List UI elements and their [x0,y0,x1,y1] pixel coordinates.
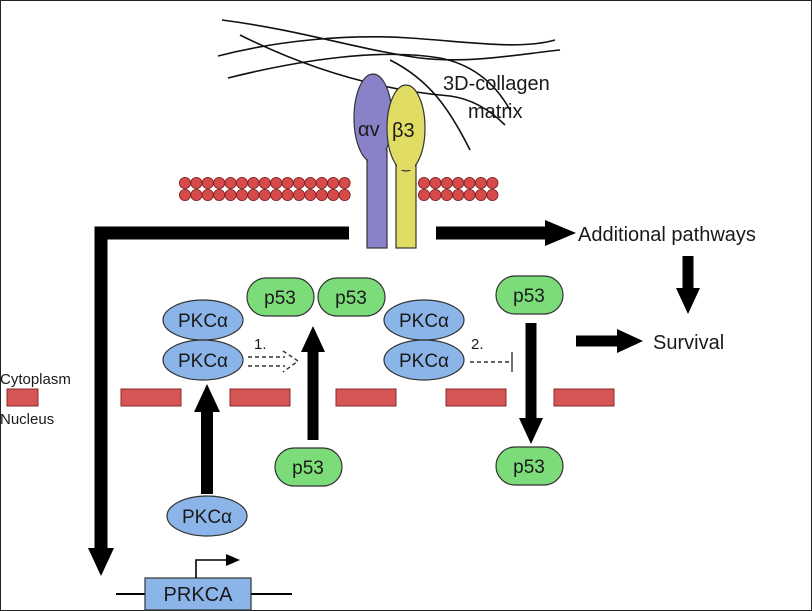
p53-top-left: p53 [246,277,315,317]
membrane-lipid [213,176,226,189]
plasma-membrane [178,176,499,201]
alpha-v-label: αv [358,119,380,141]
pkc-label: PKCα [399,311,449,332]
membrane-lipid [417,176,430,189]
dashed-inhibition-2 [470,352,513,372]
p53-label: p53 [513,286,545,307]
membrane-lipid [178,176,191,189]
matrix-label-line2: matrix [468,101,522,123]
survival-label: Survival [653,332,724,354]
pkc-label: PKCα [399,351,449,372]
membrane-lipid [463,188,476,201]
integrin-alpha-v: αv [353,73,393,249]
p53-nuclear-left: p53 [274,447,343,487]
nuclear-membrane [6,388,615,407]
pkc-alpha-lower-left: PKCα [162,339,244,381]
transcription-start-arrow-icon [226,554,240,566]
membrane-lipid [452,188,465,201]
membrane-lipid [201,176,214,189]
arrow-pkc-translocation [194,384,220,494]
prkca-gene: PRKCA [116,554,292,611]
membrane-lipid [315,188,328,201]
membrane-lipid [452,176,465,189]
p53-cytoplasmic-right: p53 [495,275,564,315]
membrane-lipid [235,188,248,201]
collagen-fibers [217,19,561,151]
pkc-alpha-nuclear: PKCα [166,495,248,537]
step-2-label: 2. [471,336,484,353]
membrane-lipid [292,188,305,201]
membrane-lipid [178,188,191,201]
additional-pathways-label: Additional pathways [578,224,756,246]
arrow-integrin-to-gene [88,226,349,576]
membrane-lipid [247,176,260,189]
arrow-p53-import [519,323,543,444]
dashed-arrow-1 [248,350,300,373]
membrane-lipid [201,188,214,201]
membrane-lipid [338,188,351,201]
beta-3-label: β3 [392,120,415,142]
membrane-lipid [486,176,499,189]
membrane-lipid [292,176,305,189]
p53-label: p53 [335,288,367,309]
nucleus-label: Nucleus [0,411,54,428]
membrane-lipid [429,176,442,189]
membrane-lipid [417,188,430,201]
membrane-lipid [474,188,487,201]
integrin-beta-3: β3 [386,84,426,249]
pkc-label: PKCα [182,507,232,528]
membrane-lipid [270,188,283,201]
cytoplasm-label: Cytoplasm [0,371,71,388]
membrane-lipid [270,176,283,189]
membrane-lipid [440,188,453,201]
pkc-alpha-upper-right: PKCα [383,299,465,341]
membrane-lipid [315,176,328,189]
membrane-lipid [258,188,271,201]
prkca-gene-label: PRKCA [164,584,234,606]
p53-label: p53 [292,458,324,479]
pkc-alpha-upper-left: PKCα [162,299,244,341]
step-1-label: 1. [254,336,267,353]
pkc-label: PKCα [178,311,228,332]
membrane-lipid [281,176,294,189]
membrane-lipid [304,176,317,189]
membrane-lipid [304,188,317,201]
p53-nuclear-right: p53 [495,446,564,486]
arrow-to-additional-pathways [436,220,576,246]
p53-label: p53 [513,457,545,478]
membrane-lipid [486,188,499,201]
membrane-lipid [247,188,260,201]
membrane-lipid [338,176,351,189]
membrane-lipid [190,176,203,189]
p53-top-right: p53 [317,277,386,317]
matrix-label-line1: 3D-collagen [443,73,550,95]
membrane-lipid [224,176,237,189]
arrow-to-survival [576,329,643,353]
p53-label: p53 [264,288,296,309]
membrane-lipid [224,188,237,201]
arrow-p53-export [301,326,325,440]
membrane-lipid [190,188,203,201]
membrane-lipid [327,176,340,189]
membrane-lipid [213,188,226,201]
arrow-pathways-to-survival [676,256,700,314]
membrane-lipid [429,188,442,201]
membrane-lipid [327,188,340,201]
membrane-lipid [235,176,248,189]
membrane-lipid [463,176,476,189]
membrane-lipid [474,176,487,189]
membrane-lipid [440,176,453,189]
membrane-lipid [281,188,294,201]
pkc-label: PKCα [178,351,228,372]
membrane-lipid [258,176,271,189]
pkc-alpha-lower-right: PKCα [383,339,465,381]
